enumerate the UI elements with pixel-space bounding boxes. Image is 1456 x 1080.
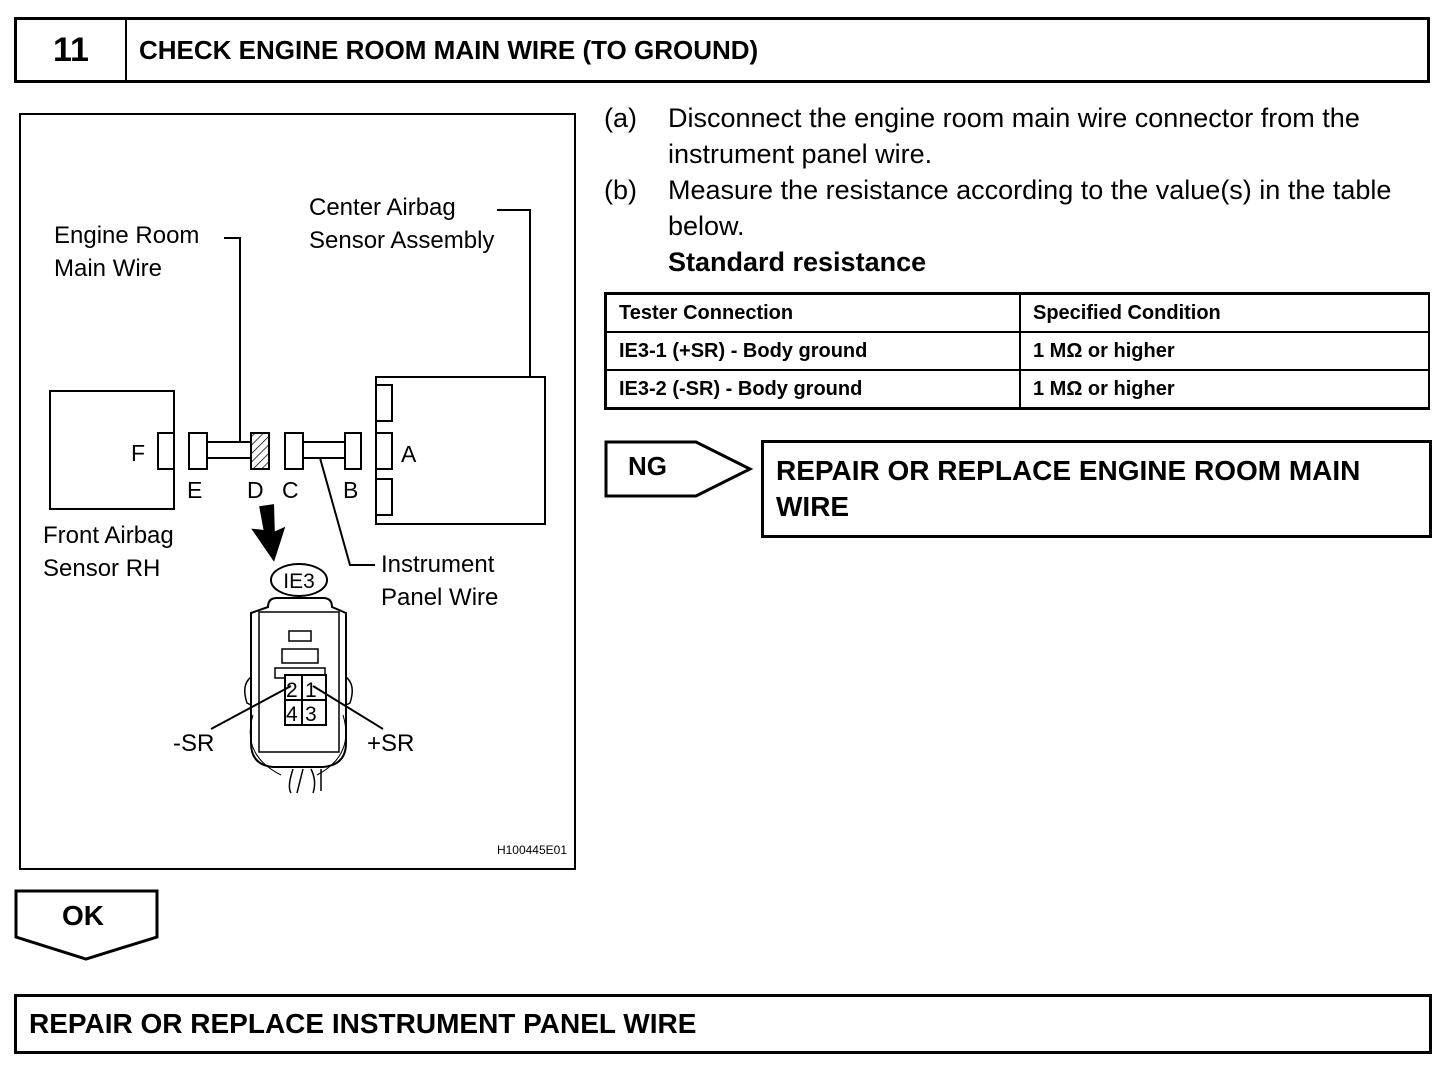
ok-label: OK [62,900,104,931]
connector-b-label: B [343,477,358,503]
front-airbag-label-2: Sensor RH [43,555,160,582]
connector-c-label: C [282,477,299,503]
connector-outline-curve-left [249,714,282,776]
instruction-letter: (b) [604,175,637,205]
table-cell: 1 MΩ or higher [1019,369,1430,410]
instructions: (a) Disconnect the engine room main wire… [604,100,1424,280]
connector-e-shape [188,432,208,470]
table-header-row: Tester Connection Specified Condition [604,292,1430,333]
connector-key [281,648,319,664]
connector-d-shape [250,432,270,470]
connector-id-label: IE3 [283,570,315,593]
pin-2-label: 2 [286,679,298,702]
center-airbag-connector-3 [375,478,393,516]
connector-side-left [244,676,252,706]
ng-result-box: REPAIR OR REPLACE ENGINE ROOM MAIN WIRE [761,440,1432,538]
figure-code: H100445E01 [497,843,567,857]
front-airbag-sensor-box [49,390,175,510]
instruction-letter: (a) [604,103,637,133]
connector-a-shape [375,432,393,470]
table-row: IE3-2 (-SR) - Body ground 1 MΩ or higher [604,369,1430,410]
engine-room-leader-line [224,237,241,442]
pointer-arrow [251,504,286,562]
connector-f-shape [157,432,175,470]
connector-wires [288,768,322,794]
pin-4-label: 4 [286,703,298,726]
connector-latch [288,630,312,642]
ok-result-box: REPAIR OR REPLACE INSTRUMENT PANEL WIRE [14,994,1432,1054]
instrument-panel-label-1: Instrument [381,551,495,578]
connector-d-label: D [247,477,264,503]
instruction-text: Disconnect the engine room main wire con… [668,103,1360,169]
standard-resistance-label: Standard resistance [668,247,927,277]
table-cell: 1 MΩ or higher [1019,331,1430,371]
connector-outline-curve-right [316,714,347,776]
connector-e-label: E [187,477,202,503]
pin-3-label: 3 [305,703,317,726]
step-header: 11 CHECK ENGINE ROOM MAIN WIRE (TO GROUN… [14,17,1430,83]
pin-1-label: 1 [305,679,317,702]
center-airbag-label-1: Center Airbag [309,194,456,221]
front-airbag-label-1: Front Airbag [43,522,174,549]
ok-arrow-shape [14,889,159,961]
connector-a-label: A [401,441,417,467]
plus-sr-leader [312,685,384,730]
table-cell: IE3-2 (-SR) - Body ground [604,369,1021,410]
instrument-panel-wire-shape [302,441,346,459]
engine-room-main-wire-label-1: Engine Room [54,222,199,249]
instruction-a: (a) Disconnect the engine room main wire… [604,100,1424,172]
connector-inner [258,611,340,753]
engine-room-wire-shape [206,441,252,459]
center-airbag-connector-1 [375,384,393,422]
instruction-b: (b) Measure the resistance according to … [604,172,1424,244]
resistance-table: Tester Connection Specified Condition IE… [604,292,1430,410]
connector-side-right [345,676,353,706]
ng-arrow-shape [604,440,754,498]
minus-sr-label: -SR [173,730,214,757]
step-title: CHECK ENGINE ROOM MAIN WIRE (TO GROUND) [139,34,759,65]
center-airbag-leader-line [497,209,531,377]
table-header-cell: Tester Connection [604,292,1021,333]
connector-c-shape [284,432,304,470]
table-header-cell: Specified Condition [1019,292,1430,333]
wiring-diagram-svg: F E D C B A Engine Room Main Wire Center… [43,194,567,857]
ng-label: NG [628,451,667,481]
connector-b-shape [344,432,362,470]
connector-id-ellipse [270,563,328,597]
instrument-panel-leader-line [319,457,375,566]
instrument-panel-label-2: Panel Wire [381,584,498,611]
plus-sr-label: +SR [367,730,414,757]
minus-sr-leader [210,685,292,730]
instruction-text: Measure the resistance according to the … [668,175,1392,241]
connector-f-label: F [131,440,145,466]
table-row: IE3-1 (+SR) - Body ground 1 MΩ or higher [604,331,1430,371]
engine-room-main-wire-label-2: Main Wire [54,255,162,282]
center-airbag-label-2: Sensor Assembly [309,227,494,254]
step-number: 11 [17,20,127,80]
table-cell: IE3-1 (+SR) - Body ground [604,331,1021,371]
wiring-diagram: F E D C B A Engine Room Main Wire Center… [19,113,576,870]
